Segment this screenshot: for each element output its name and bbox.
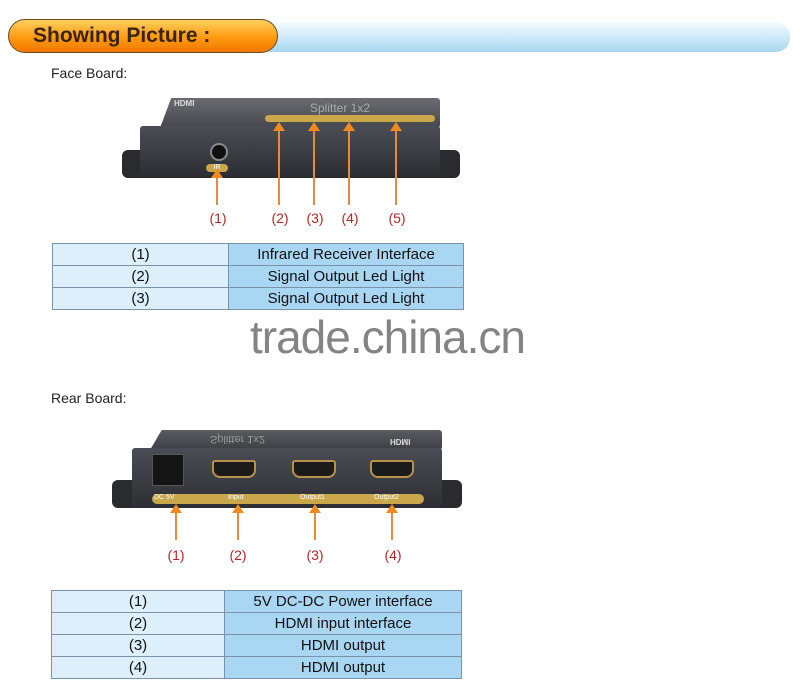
row-key: (2) [51, 612, 225, 635]
callout-3: (3) [306, 210, 324, 226]
row-key: (3) [51, 634, 225, 657]
brand-label: HDMI [390, 437, 411, 446]
row-key: (3) [52, 287, 229, 310]
arrow-icon [343, 122, 355, 205]
port-label-strip: DC 5V Input Output1 Output2 [152, 494, 424, 504]
table-row: (1)5V DC-DC Power interface [51, 590, 462, 613]
device-front [140, 126, 440, 176]
ir-label: IR [206, 164, 228, 172]
led-strip [265, 115, 435, 122]
rear-board-title: Rear Board: [51, 390, 127, 406]
port-label: Input [228, 494, 244, 501]
row-value: Infrared Receiver Interface [228, 243, 464, 266]
arrow-icon [390, 122, 402, 205]
row-key: (1) [52, 243, 229, 266]
row-key: (1) [51, 590, 225, 613]
arrow-icon [273, 122, 285, 205]
table-row: (3)HDMI output [51, 634, 462, 657]
watermark: trade.china.cn [250, 311, 526, 363]
port-label: Output1 [300, 494, 325, 501]
table-row: (4)HDMI output [51, 656, 462, 679]
row-value: 5V DC-DC Power interface [224, 590, 462, 613]
table-row: (1)Infrared Receiver Interface [52, 243, 464, 266]
arrow-icon [170, 504, 182, 540]
banner-bar [260, 22, 790, 52]
port-label: Output2 [374, 494, 399, 501]
table-row: (2)Signal Output Led Light [52, 265, 464, 288]
port-label: DC 5V [154, 494, 175, 501]
table-row: (3)Signal Output Led Light [52, 287, 464, 310]
callout-1: (1) [167, 547, 185, 563]
row-value: Signal Output Led Light [228, 287, 464, 310]
banner-title: Showing Picture : [33, 24, 211, 47]
hdmi-input-port [212, 460, 256, 478]
arrow-icon [232, 504, 244, 540]
table-row: (2)HDMI input interface [51, 612, 462, 635]
dc-power-jack [152, 454, 184, 486]
callout-1: (1) [209, 210, 227, 226]
model-label: Splitter 1x2 [310, 101, 371, 115]
rear-board-table: (1)5V DC-DC Power interface (2)HDMI inpu… [51, 590, 462, 679]
model-label: Splitter 1x2 [210, 433, 266, 445]
row-value: HDMI output [224, 634, 462, 657]
arrow-icon [211, 169, 223, 205]
hdmi-output2-port [370, 460, 414, 478]
row-key: (4) [51, 656, 225, 679]
hdmi-output1-port [292, 460, 336, 478]
arrow-icon [308, 122, 320, 205]
table-fade [45, 312, 475, 342]
callout-2: (2) [271, 210, 289, 226]
ir-jack [210, 143, 228, 161]
device-top: Splitter 1x2 HDMI [150, 430, 442, 450]
face-board-table: (1)Infrared Receiver Interface (2)Signal… [52, 243, 464, 310]
callout-2: (2) [229, 547, 247, 563]
callout-5: (5) [388, 210, 406, 226]
brand-label: HDMI [174, 99, 195, 108]
arrow-icon [386, 504, 398, 540]
section-banner: Showing Picture : [8, 19, 278, 53]
callout-4: (4) [341, 210, 359, 226]
face-board-title: Face Board: [51, 65, 128, 81]
callout-4: (4) [384, 547, 402, 563]
arrow-icon [309, 504, 321, 540]
row-value: Signal Output Led Light [228, 265, 464, 288]
row-key: (2) [52, 265, 229, 288]
row-value: HDMI output [224, 656, 462, 679]
row-value: HDMI input interface [224, 612, 462, 635]
callout-3: (3) [306, 547, 324, 563]
